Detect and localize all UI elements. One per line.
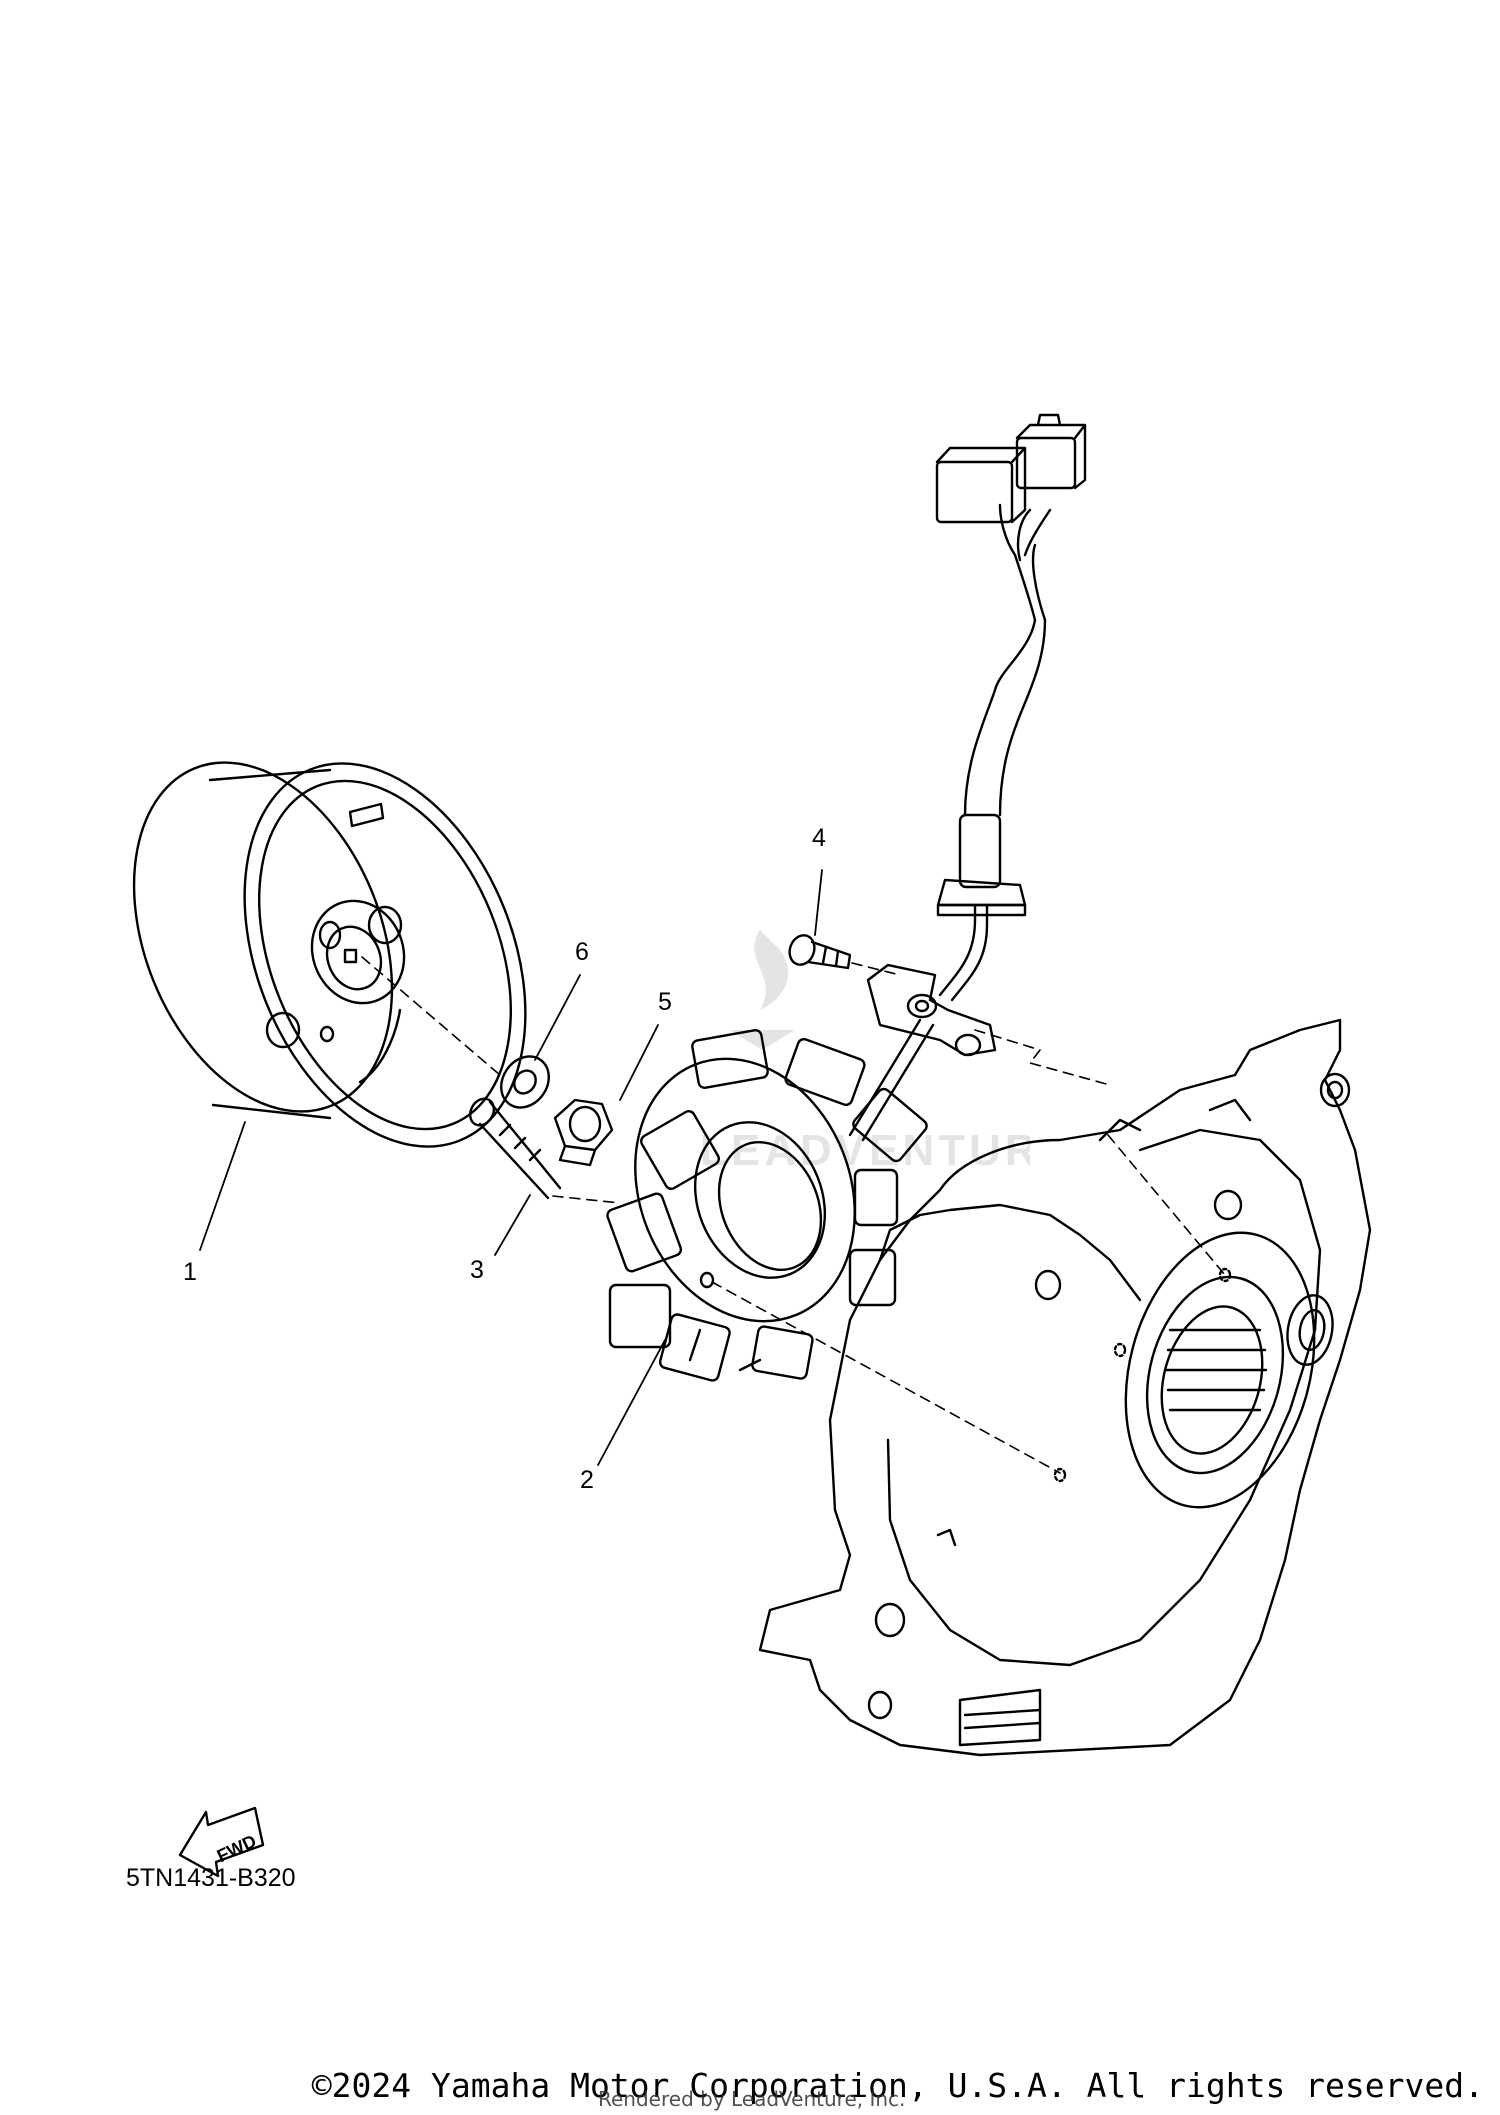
copyright-notice: ©2024 Yamaha Motor Corporation, U.S.A. A…: [311, 2066, 1484, 2105]
callout-4: 4: [812, 824, 826, 852]
stator: [606, 1029, 928, 1382]
callout-2: 2: [580, 1466, 594, 1494]
diagram-code: 5TN1431-B320: [126, 1864, 296, 1892]
watermark-text: LEADVENTURE: [700, 1126, 1030, 1175]
callout-6: 6: [575, 938, 589, 966]
leadventure-watermark: LEADVENTURE: [700, 930, 1030, 1175]
callout-5: 5: [658, 988, 672, 1016]
fwd-arrow-label: FWD: [214, 1831, 260, 1866]
washer: [500, 1055, 550, 1109]
pickup-coil-and-wire-harness: [848, 413, 1087, 1142]
assembly-guide-lines: [361, 956, 1226, 1474]
bolt-3: [468, 1097, 562, 1200]
callout-leader-lines: [199, 869, 823, 1466]
screw-4: [788, 934, 852, 970]
flywheel-rotor: [132, 761, 527, 1148]
crankcase-cover: [758, 1018, 1372, 1757]
callout-3: 3: [470, 1256, 484, 1284]
nut: [553, 1098, 614, 1167]
callout-1: 1: [183, 1258, 197, 1286]
rendered-by-credit: Rendered by LeadVenture, Inc.: [598, 2087, 906, 2111]
